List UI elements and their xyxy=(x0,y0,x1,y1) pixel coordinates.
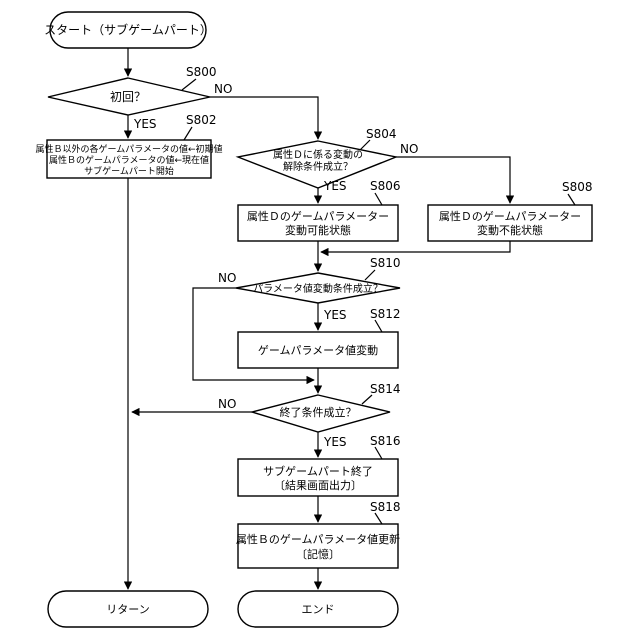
process-s818-line-1: 属性Ｂのゲームパラメータ値更新 xyxy=(236,532,400,546)
return-label: リターン xyxy=(106,603,149,616)
node-s814: 終了条件成立？ xyxy=(252,395,390,432)
decision-s804-line-2: 解除条件成立？ xyxy=(283,160,353,173)
process-s818-shape xyxy=(238,524,398,568)
leader-s812 xyxy=(375,320,382,332)
decision-s800-label: 初回？ xyxy=(110,90,146,104)
process-s802-line-3: サブゲームパート開始 xyxy=(84,165,174,177)
step-label-s804: S804 xyxy=(366,127,397,141)
node-end: エンド xyxy=(238,591,398,627)
end-label: エンド xyxy=(302,603,335,616)
process-s818-line-2: 〔記憶〕 xyxy=(296,547,340,561)
step-label-s800: S800 xyxy=(186,65,217,79)
step-label-s802: S802 xyxy=(186,113,217,127)
connectors xyxy=(128,48,575,589)
process-s806-line-2: 変動可能状態 xyxy=(285,223,351,237)
leader-s818 xyxy=(375,513,382,524)
node-return: リターン xyxy=(48,591,208,627)
process-s802-line-1: 属性Ｂ以外の各ゲームパラメータの値←初期値 xyxy=(35,143,222,155)
no-label-s810: NO xyxy=(218,271,236,285)
no-label-s804: NO xyxy=(400,142,418,156)
process-s806-line-1: 属性Ｄのゲームパラメーター xyxy=(247,209,389,223)
step-label-s816: S816 xyxy=(370,434,401,448)
step-label-s812: S812 xyxy=(370,307,401,321)
process-s808-line-1: 属性Ｄのゲームパラメーター xyxy=(439,209,581,223)
decision-s804-line-1: 属性Ｄに係る変動の xyxy=(273,148,363,161)
decision-s814-label: 終了条件成立？ xyxy=(280,405,357,419)
step-label-s808: S808 xyxy=(562,180,593,194)
process-s816-line-2: 〔結果画面出力〕 xyxy=(274,478,362,492)
no-label-s800: NO xyxy=(214,82,232,96)
node-s812: ゲームパラメータ値変動 xyxy=(238,332,398,368)
connector-s808-merge xyxy=(321,241,510,252)
leader-s816 xyxy=(375,447,382,459)
step-label-s806: S806 xyxy=(370,179,401,193)
leader-s810 xyxy=(365,270,375,280)
decision-s810-label: パラメータ値変動条件成立？ xyxy=(253,282,383,295)
process-s808-line-2: 変動不能状態 xyxy=(477,223,543,237)
yes-label-s800: YES xyxy=(133,117,157,131)
node-s806: 属性Ｄのゲームパラメーター 変動可能状態 xyxy=(238,205,398,241)
connector-s800-no-s804 xyxy=(210,97,318,139)
leader-s808 xyxy=(568,194,575,205)
step-label-s814: S814 xyxy=(370,382,401,396)
node-start: スタート（サブゲームパート） xyxy=(44,12,212,48)
yes-label-s810: YES xyxy=(323,308,347,322)
process-s812-label: ゲームパラメータ値変動 xyxy=(258,343,378,357)
node-s808: 属性Ｄのゲームパラメーター 変動不能状態 xyxy=(428,205,592,241)
step-label-s810: S810 xyxy=(370,256,401,270)
process-s802-line-2: 属性Ｂのゲームパラメータの値←現在値 xyxy=(49,154,209,166)
leader-s814 xyxy=(362,395,372,404)
node-s810: パラメータ値変動条件成立？ xyxy=(236,273,400,303)
yes-label-s804: YES xyxy=(323,179,347,193)
leader-s800 xyxy=(182,79,196,90)
process-s816-line-1: サブゲームパート終了 xyxy=(263,464,373,478)
connector-s804-no-s808 xyxy=(396,157,510,203)
node-s816: サブゲームパート終了 〔結果画面出力〕 xyxy=(238,459,398,496)
step-label-s818: S818 xyxy=(370,500,401,514)
leader-s804 xyxy=(360,140,370,150)
yes-label-s814: YES xyxy=(323,435,347,449)
no-label-s814: NO xyxy=(218,397,236,411)
leader-s806 xyxy=(375,193,382,205)
leader-s802 xyxy=(184,127,192,140)
start-label: スタート（サブゲームパート） xyxy=(44,22,212,37)
node-s818: 属性Ｂのゲームパラメータ値更新 〔記憶〕 xyxy=(236,524,400,568)
node-s800: 初回？ xyxy=(48,78,210,115)
node-s802: 属性Ｂ以外の各ゲームパラメータの値←初期値 属性Ｂのゲームパラメータの値←現在値… xyxy=(35,140,222,178)
